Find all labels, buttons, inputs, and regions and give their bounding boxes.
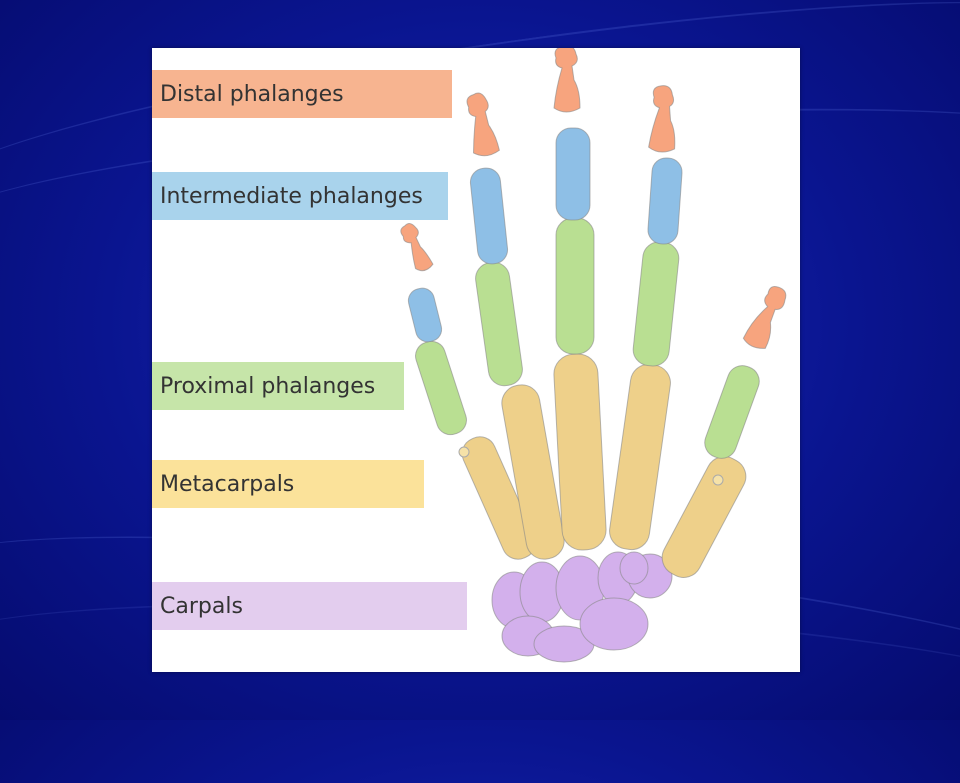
intermediate-phalanx-bones: [407, 127, 683, 343]
diagram-panel: Distal phalanges Intermediate phalanges …: [152, 48, 800, 672]
hand-skeleton-illustration: [400, 48, 787, 663]
label-intermediate-phalanges: Intermediate phalanges: [152, 172, 448, 220]
label-carpals: Carpals: [152, 582, 467, 630]
proximal-phalanx-bones: [415, 217, 760, 459]
distal-phalanx-bones: [400, 48, 787, 349]
metacarpal-bones: [461, 353, 747, 578]
label-proximal-phalanges: Proximal phalanges: [152, 362, 404, 410]
carpal-bones: [491, 551, 673, 663]
label-metacarpals: Metacarpals: [152, 460, 424, 508]
label-distal-phalanges: Distal phalanges: [152, 70, 452, 118]
